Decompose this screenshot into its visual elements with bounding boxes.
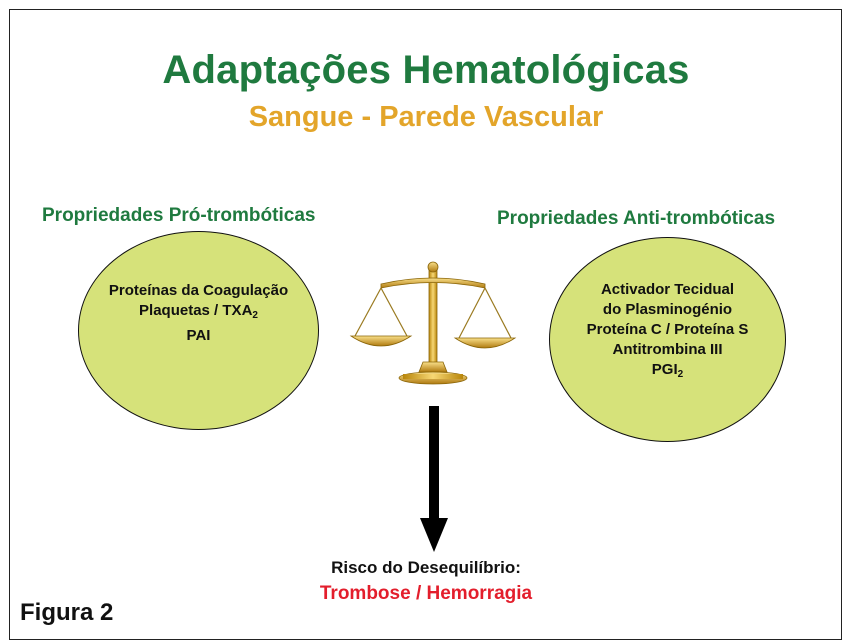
anti-item-antithrombin: Antitrombina III — [612, 341, 723, 358]
diagram-subtitle: Sangue - Parede Vascular — [248, 101, 604, 133]
pro-thrombotic-ellipse: Proteínas da Coagulação Plaquetas / TXA2… — [78, 231, 319, 430]
anti-item-protein-c-s: Proteína C / Proteína S — [586, 321, 749, 338]
anti-thrombotic-heading: Propriedades Anti-trombóticas — [497, 208, 776, 229]
pro-item-platelets-text: Plaquetas / TXA — [139, 302, 253, 319]
anti-item-plasminogen: do Plasminogénio — [602, 301, 733, 318]
pro-item-coagulation: Proteínas da Coagulação — [108, 282, 289, 299]
balance-scale-icon — [349, 261, 517, 385]
figure-label: Figura 2 — [20, 599, 114, 626]
pro-item-pai: PAI — [186, 327, 211, 344]
anti-item-pgi-text: PGI — [651, 361, 678, 378]
down-arrow-icon — [420, 406, 448, 552]
risk-outcome: Trombose / Hemorragia — [319, 583, 533, 604]
risk-label: Risco do Desequilíbrio: — [331, 558, 521, 577]
anti-item-pgi-subscript: 2 — [677, 369, 684, 380]
diagram-title: Adaptações Hematológicas — [162, 48, 690, 92]
anti-thrombotic-ellipse: Activador Tecidual do Plasminogénio Prot… — [549, 237, 786, 442]
anti-item-pgi: PGI2 — [652, 360, 683, 385]
pro-item-platelets-subscript: 2 — [252, 310, 258, 321]
pro-item-platelets: Plaquetas / TXA2 — [139, 301, 258, 326]
anti-item-activator: Activador Tecidual — [600, 281, 735, 298]
pro-thrombotic-heading: Propriedades Pró-trombóticas — [42, 205, 316, 226]
